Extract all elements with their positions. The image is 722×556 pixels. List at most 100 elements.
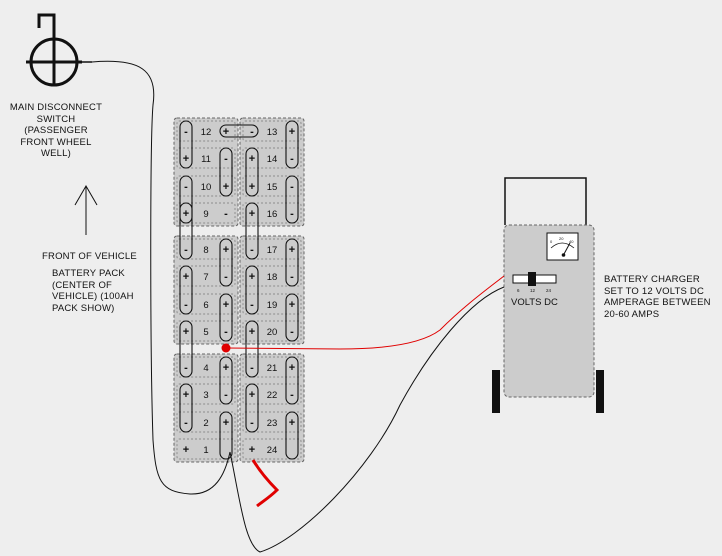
charger-wheel-right	[596, 370, 604, 413]
positive-terminal: +	[249, 208, 255, 220]
jumper-link	[285, 175, 299, 224]
front-of-vehicle-label: FRONT OF VEHICLE	[42, 251, 137, 262]
battery-cell-7: 7+-	[176, 265, 236, 287]
positive-terminal: +	[183, 208, 189, 220]
negative-terminal: -	[290, 389, 294, 401]
negative-terminal: -	[184, 181, 188, 193]
battery-cell-10: 10 - +	[176, 175, 236, 197]
negative-terminal: -	[224, 326, 228, 338]
negative-terminal: -	[290, 326, 294, 338]
negative-terminal: -	[184, 299, 188, 311]
positive-terminal: +	[249, 444, 255, 456]
battery-cell-16: 16+-	[242, 202, 302, 224]
negative-terminal: -	[290, 181, 294, 193]
battery-number: 3	[203, 390, 208, 401]
negative-terminal: -	[250, 126, 254, 138]
battery-cell-23: 23-+	[242, 411, 302, 433]
battery-number: 23	[267, 418, 278, 429]
battery-cell-5: 5+-	[176, 320, 236, 342]
red-wire-24-lead	[251, 459, 280, 508]
selector-tick-12: 12	[530, 288, 536, 293]
positive-terminal: +	[183, 271, 189, 283]
switch-label: MAIN DISCONNECT SWITCH (PASSENGER FRONT …	[9, 102, 103, 159]
meter-icon: 0 20 40	[546, 232, 579, 261]
battery-number: 4	[203, 363, 208, 374]
battery-pack: 12-+11+-10-+9+-8-+7+-6-+5+-4-+3+-2-+1+13…	[173, 117, 305, 463]
battery-cell-4: 4-+	[176, 356, 236, 378]
volts-dc-label: VOLTS DC	[511, 297, 558, 308]
battery-number: 12	[201, 127, 212, 138]
battery-cell-14: 14 + -	[242, 147, 302, 169]
battery-number: 13	[267, 127, 278, 138]
positive-terminal: +	[289, 299, 295, 311]
positive-terminal: +	[249, 153, 255, 165]
battery-number: 15	[267, 182, 278, 193]
jumper-link	[179, 175, 193, 224]
black-wire-negative-to-charger	[229, 286, 505, 553]
battery-number: 18	[267, 272, 278, 283]
battery-group-box	[173, 353, 239, 463]
battery-number: 6	[203, 300, 208, 311]
jumper-link	[285, 356, 299, 405]
negative-terminal: -	[184, 244, 188, 256]
battery-cell-6: 6-+	[176, 293, 236, 315]
positive-terminal: +	[223, 181, 229, 193]
battery-cell-13: 13-+	[242, 120, 302, 142]
jumper-link	[245, 320, 259, 378]
positive-terminal: +	[249, 181, 255, 193]
battery-number: 22	[267, 390, 278, 401]
battery-cell-12: 12-+	[176, 120, 236, 142]
negative-terminal: -	[250, 244, 254, 256]
jumper-link	[179, 383, 193, 433]
battery-cell-8: 8 - +	[176, 238, 236, 260]
positive-terminal: +	[223, 244, 229, 256]
battery-number: 2	[203, 418, 208, 429]
battery-cell-22: 22 + -	[242, 383, 302, 405]
battery-number: 10	[201, 182, 212, 193]
positive-terminal: +	[223, 417, 229, 429]
negative-terminal: -	[184, 417, 188, 429]
positive-terminal: +	[249, 326, 255, 338]
black-wire-switch-to-pack	[91, 60, 231, 495]
jumper-link	[285, 238, 299, 287]
negative-terminal: -	[184, 362, 188, 374]
battery-number: 24	[267, 445, 278, 456]
battery-number: 8	[203, 245, 208, 256]
battery-cell-20: 20 + -	[242, 320, 302, 342]
battery-cell-15: 15 + -	[242, 175, 302, 197]
selector-tick-6: 6	[517, 288, 520, 293]
jumper-link	[179, 202, 193, 260]
battery-cell-11: 11+-	[176, 147, 236, 169]
negative-terminal: -	[224, 153, 228, 165]
jumper-link	[219, 124, 259, 138]
battery-cell-2: 2 - +	[176, 411, 236, 433]
positive-terminal: +	[289, 362, 295, 374]
meter-tick-0: 0	[550, 239, 553, 244]
negative-terminal: -	[184, 126, 188, 138]
battery-number: 14	[267, 154, 278, 165]
battery-number: 11	[201, 154, 211, 165]
negative-terminal: -	[290, 153, 294, 165]
battery-number: 17	[267, 245, 278, 256]
battery-group-box	[173, 235, 239, 345]
battery-cell-21: 21-+	[242, 356, 302, 378]
jumper-link	[219, 238, 233, 287]
battery-number: 5	[203, 327, 208, 338]
battery-cell-9: 9+-	[176, 202, 236, 224]
positive-terminal: +	[183, 444, 189, 456]
meter-tick-40: 40	[569, 239, 574, 244]
battery-group-box	[239, 117, 305, 227]
voltage-selector-knob[interactable]	[528, 272, 536, 286]
positive-terminal: +	[249, 389, 255, 401]
battery-cell-1: 1+	[176, 438, 236, 460]
battery-number: 9	[203, 209, 208, 220]
jumper-link	[179, 120, 193, 169]
jumper-link	[285, 411, 299, 460]
negative-terminal: -	[250, 362, 254, 374]
up-arrow-icon	[74, 185, 98, 235]
battery-number: 1	[203, 445, 208, 456]
negative-terminal: -	[250, 299, 254, 311]
battery-number: 20	[267, 327, 278, 338]
battery-cell-24: 24 +	[242, 438, 302, 460]
battery-cell-19: 19-+	[242, 293, 302, 315]
